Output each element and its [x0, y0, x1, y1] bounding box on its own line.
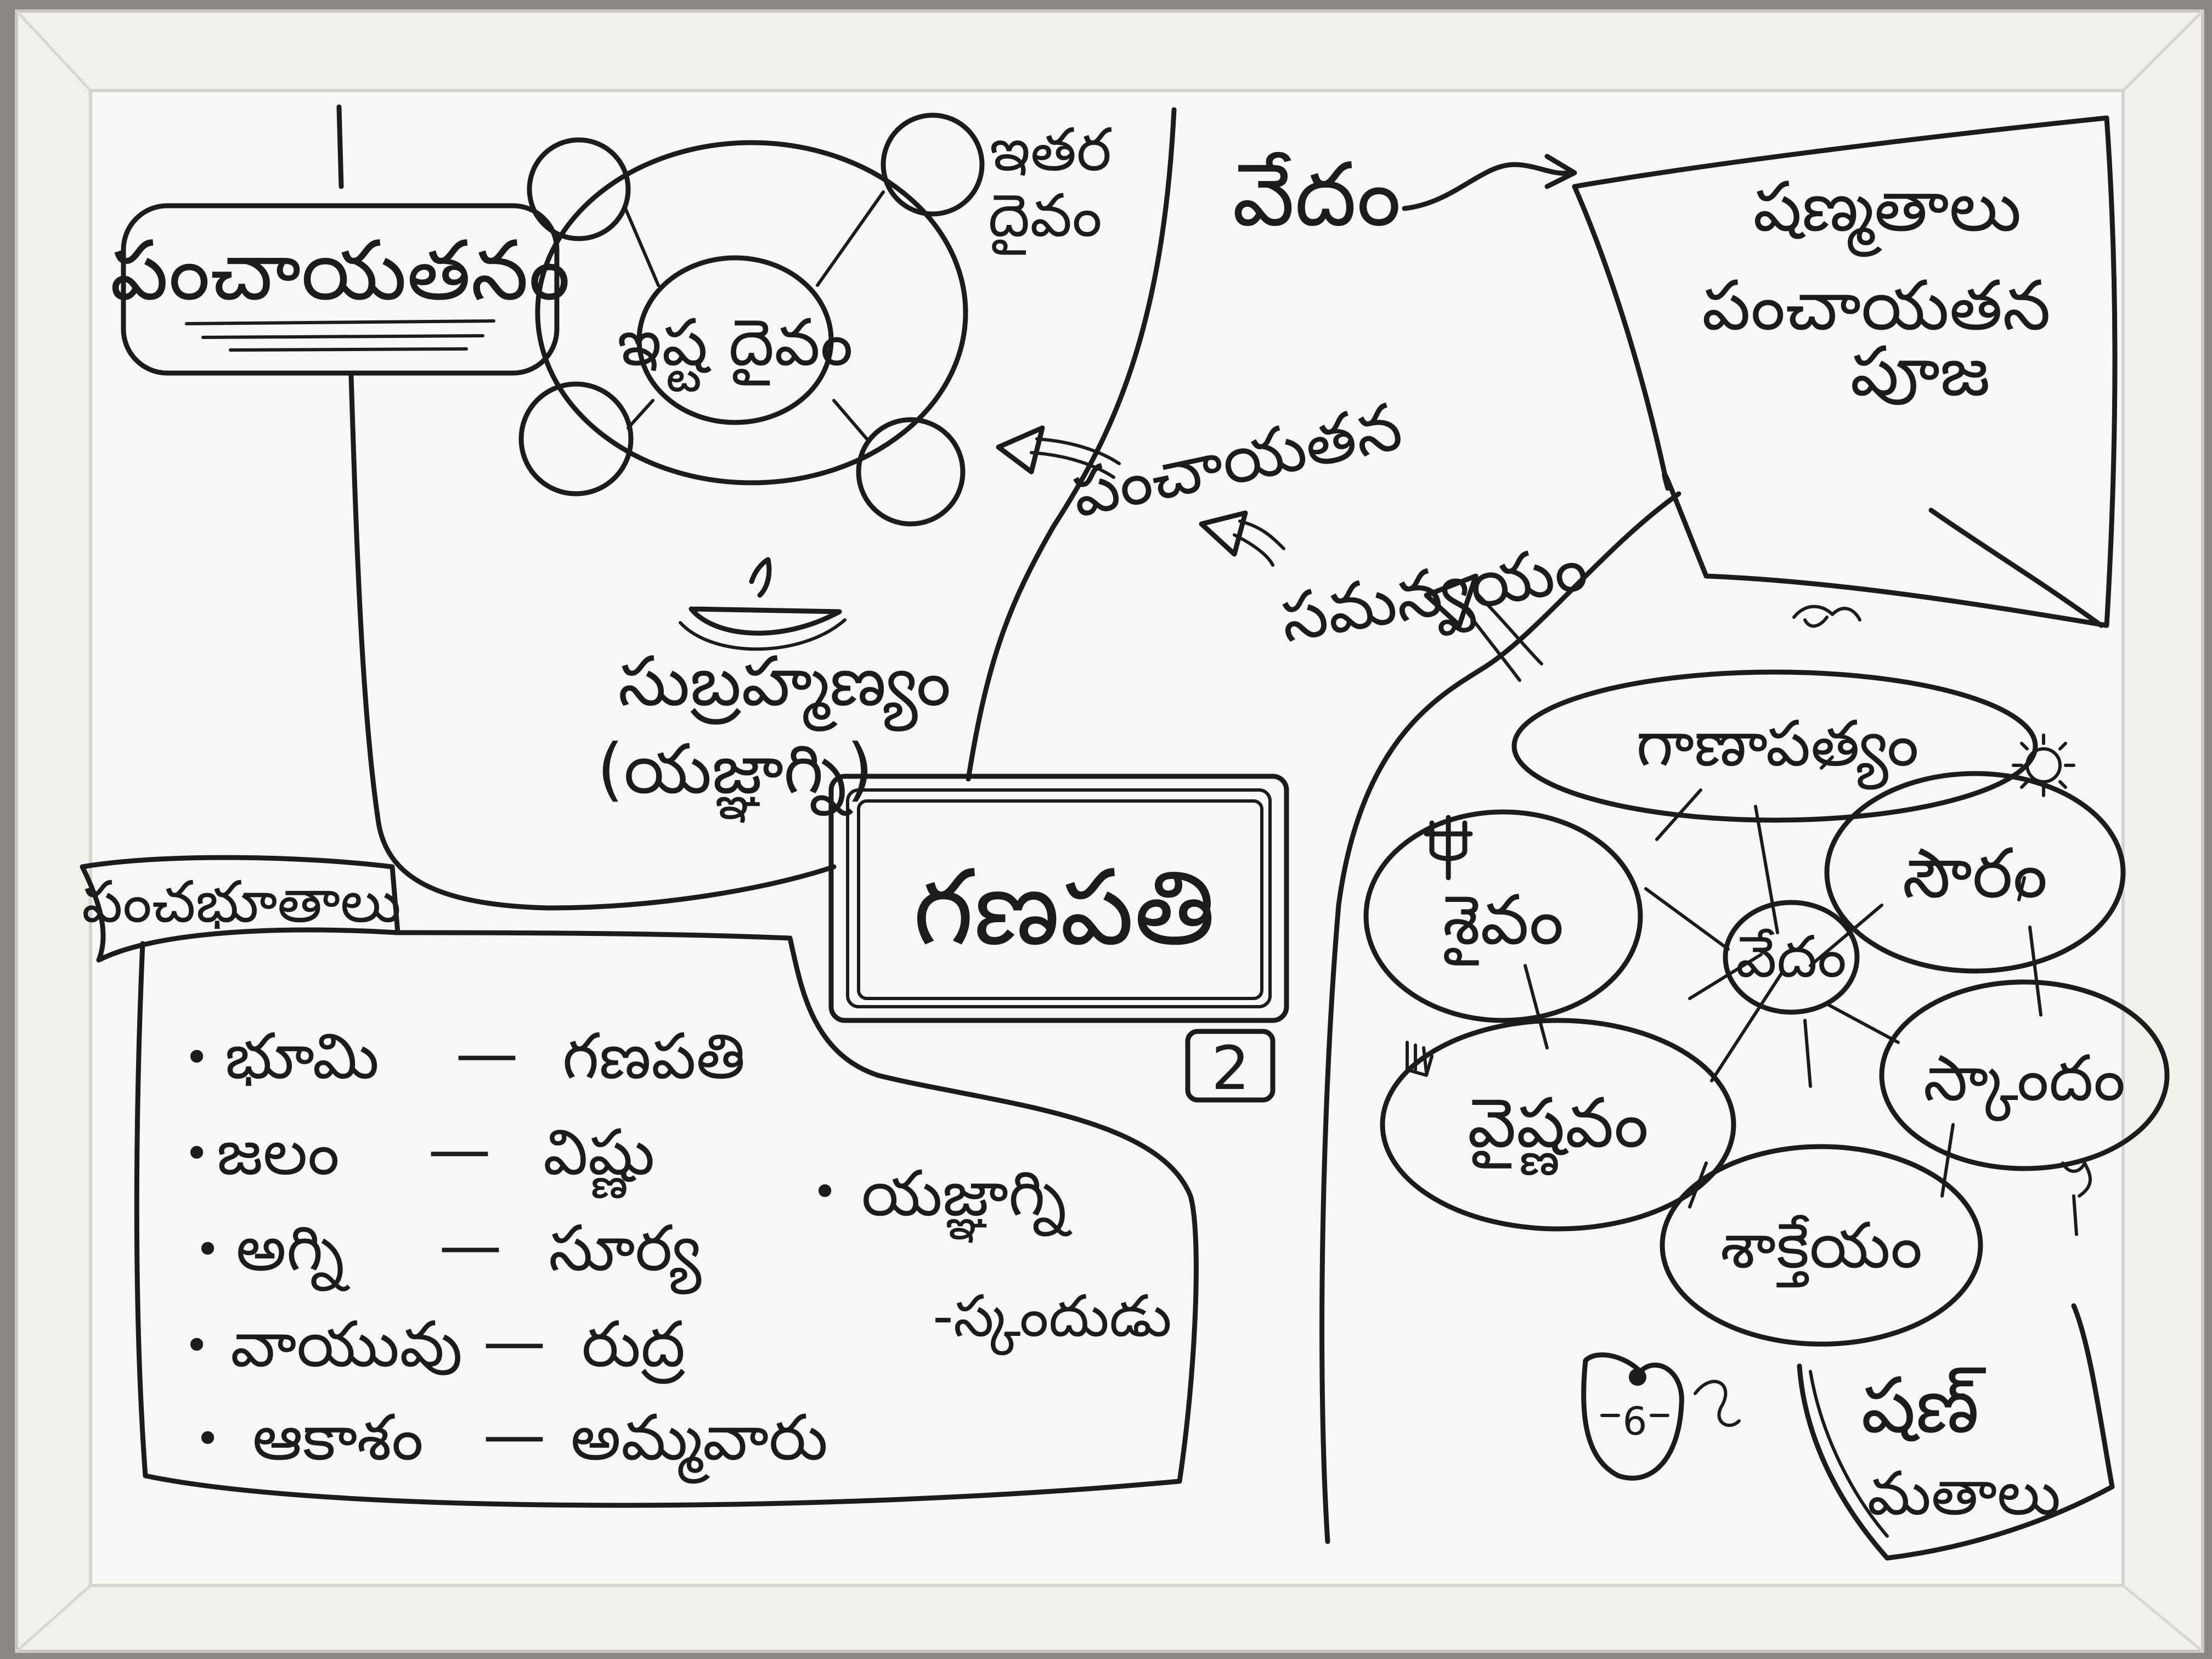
list-item: • యజ్ఞాగ్ని -స్కందుడు — [812, 1157, 1172, 1356]
shaktheyam-label: శాక్తేయం — [1720, 1209, 1922, 1288]
svg-text:అగ్ని: అగ్ని — [236, 1212, 351, 1291]
shanmatalu-book: షణ్ మతాలు — [1797, 1303, 2115, 1561]
list-item: • ఆకాశం — అమ్మవారు — [195, 1398, 828, 1484]
svg-text:•: • — [195, 1224, 221, 1275]
arrow-icon — [1199, 510, 1285, 567]
hand-icon — [1406, 1041, 1434, 1077]
vaishnavam-label: వైష్ణవం — [1468, 1084, 1649, 1176]
ishta-daivam-cluster: ఇష్ట దైవం ఇతర దైవం — [518, 112, 1112, 527]
svg-text:—: — — [455, 1017, 518, 1091]
devi-face-icon: 6 — [1581, 1352, 1741, 1481]
svg-text:గణపతి: గణపతి — [562, 1020, 746, 1093]
list-item: • జలం — విష్ణు — [184, 1113, 655, 1199]
shanmatalu-line2: మతాలు — [1867, 1458, 2061, 1528]
vedam-top-label: వేదం — [1232, 143, 1401, 246]
list-item: • భూమి — గణపతి — [184, 1017, 746, 1093]
ganapati-box: గణపతి 2 — [828, 774, 1289, 1103]
panchayatanam-label: పంచాయతనం — [110, 223, 570, 319]
sauram-label: సౌరం — [1903, 834, 2048, 913]
svg-text:సూర్య: సూర్య — [549, 1212, 702, 1295]
panchayatanam-box: పంచాయతనం — [110, 203, 571, 376]
box-line2: పంచాయతన — [1702, 266, 2051, 346]
ganapati-number: 2 — [1211, 1033, 1250, 1103]
center-vedam-label: వేదం — [1736, 923, 1847, 990]
itara-daivam-line1: ఇతర — [990, 116, 1112, 184]
skandam-label: స్కాందం — [1923, 1042, 2125, 1121]
ganapatyam-label: గాణాపత్యం — [1636, 707, 1918, 790]
subrahmanyam-label: సుబ్రహ్మణ్యం — [618, 642, 951, 732]
svg-text:—: — — [439, 1209, 502, 1283]
lamp-icon — [679, 557, 847, 651]
svg-text:వాయువు: వాయువు — [230, 1308, 462, 1381]
svg-text:యజ్ఞాగ్ని: యజ్ఞాగ్ని — [861, 1157, 1073, 1243]
ganapati-label: గణపతి — [913, 847, 1215, 968]
arrow-icon — [1424, 573, 1543, 682]
svg-text:అమ్మవారు: అమ్మవారు — [571, 1401, 828, 1484]
svg-text:ఆకాశం: ఆకాశం — [252, 1401, 424, 1475]
svg-text:జలం: జలం — [217, 1116, 340, 1189]
svg-text:విష్ణు: విష్ణు — [543, 1116, 655, 1199]
list-item: • అగ్ని — సూర్య — [195, 1209, 702, 1295]
vel-icon — [2061, 1161, 2092, 1236]
shaivam-label: శైవం — [1443, 881, 1564, 966]
box-line1: షణ్మతాలు — [1753, 167, 2021, 257]
svg-text:•: • — [184, 1032, 210, 1083]
svg-text:-స్కందుడు: -స్కందుడు — [933, 1283, 1172, 1356]
board-surface — [89, 89, 2125, 1587]
svg-text:—: — — [483, 1305, 546, 1379]
box-line3: పూజ — [1850, 332, 1990, 411]
yajnagni-paren-label: (యజ్ఞాగ్ని) — [597, 730, 873, 823]
svg-text:రుద్ర: రుద్ర — [582, 1308, 685, 1384]
itara-daivam-line2: దైవం — [988, 182, 1102, 255]
svg-text:భూమి: భూమి — [225, 1020, 379, 1093]
svg-text:•: • — [195, 1413, 221, 1464]
svg-text:•: • — [184, 1320, 210, 1371]
svg-text:—: — — [428, 1113, 491, 1187]
elements-list: • భూమి — గణపతి • జలం — విష్ణు • అగ్ని — … — [184, 1017, 1172, 1484]
face-number: 6 — [1623, 1399, 1647, 1444]
sun-icon — [2012, 733, 2075, 797]
shanmata-diagram: వేదం గాణాపత్యం శైవం సౌరం వైష్ణవం స్కాందం… — [1363, 669, 2170, 1347]
arrow-icon — [996, 425, 1121, 479]
svg-text:•: • — [812, 1166, 838, 1217]
panchabhutalu-banner: పంచభూతాలు — [80, 855, 401, 963]
shanmatalu-line1: షణ్ — [1861, 1361, 1986, 1451]
list-item: • వాయువు — రుద్ర — [184, 1305, 685, 1384]
ishta-daivam-label: ఇష్ట దైవం — [617, 304, 853, 392]
svg-text:—: — — [483, 1398, 546, 1472]
svg-text:•: • — [184, 1128, 210, 1179]
ganesha-icon — [1792, 605, 1861, 628]
panchabhutalu-label: పంచభూతాలు — [82, 868, 401, 935]
trident-icon — [1424, 815, 1473, 881]
